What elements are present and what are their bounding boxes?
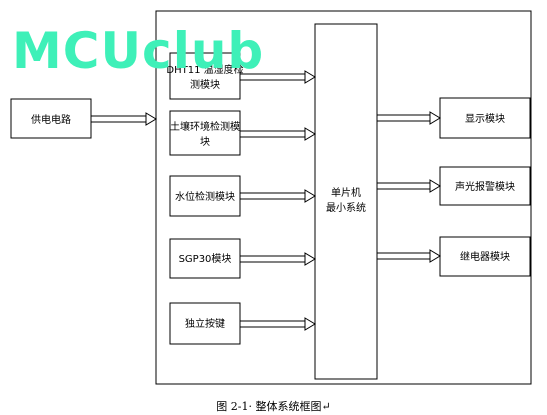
dht11-label-line1: DHT11 温湿度检 bbox=[166, 63, 243, 76]
display-block bbox=[439, 97, 531, 139]
mcu-block bbox=[314, 23, 378, 380]
arrow-mcu-to-display bbox=[377, 111, 441, 125]
arrow-soil-to-mcu bbox=[240, 127, 316, 141]
soil-block bbox=[169, 110, 241, 156]
system-frame bbox=[155, 10, 532, 385]
water-label: 水位检测模块 bbox=[175, 190, 235, 203]
mcu-label-line1: 单片机 bbox=[331, 186, 361, 199]
soil-label-line2: 块 bbox=[200, 136, 210, 148]
mcuclub-watermark: MCUclub bbox=[12, 22, 265, 80]
relay-block bbox=[439, 236, 531, 277]
mcu-label-line2: 最小系统 bbox=[326, 201, 366, 214]
relay-label: 继电器模块 bbox=[460, 250, 510, 263]
sgp30-block bbox=[169, 238, 241, 279]
keys-label: 独立按键 bbox=[185, 317, 225, 330]
alarm-label: 声光报警模块 bbox=[455, 180, 515, 193]
arrow-keys-to-mcu bbox=[240, 317, 316, 331]
keys-block bbox=[169, 302, 241, 345]
power-label: 供电电路 bbox=[31, 113, 71, 126]
dht11-label-line2: 测模块 bbox=[190, 78, 220, 91]
arrow-sgp30-to-mcu bbox=[240, 252, 316, 266]
arrow-mcu-to-alarm bbox=[377, 179, 441, 193]
arrow-mcu-to-relay bbox=[377, 249, 441, 263]
dht11-block bbox=[169, 52, 241, 100]
arrow-water-to-mcu bbox=[240, 189, 316, 203]
power-block bbox=[10, 98, 92, 139]
display-label: 显示模块 bbox=[465, 113, 505, 125]
arrow-power-to-frame bbox=[91, 112, 157, 126]
figure-caption: 图 2-1· 整体系统框图↵ bbox=[216, 400, 331, 413]
sgp30-label: SGP30模块 bbox=[179, 253, 232, 265]
water-block bbox=[169, 175, 241, 217]
arrow-dht11-to-mcu bbox=[240, 70, 316, 84]
soil-label-line1: 土壤环境检测模 bbox=[170, 120, 240, 133]
